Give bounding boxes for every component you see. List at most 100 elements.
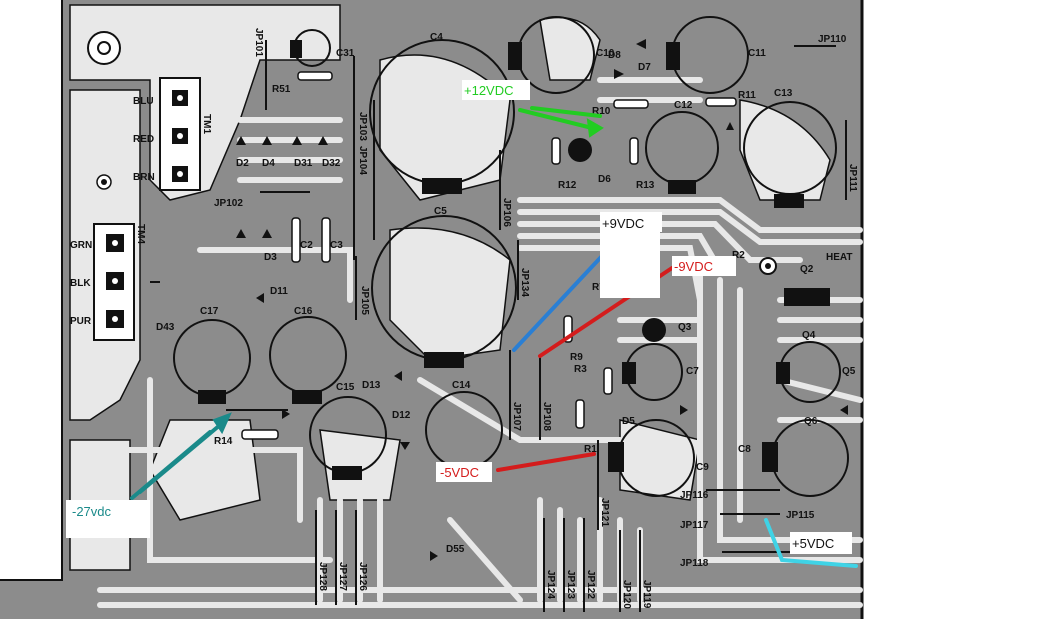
label-q4: Q4 [802, 330, 816, 341]
annotation-neg9vdc: -9VDC [674, 259, 713, 274]
label-c7: C7 [686, 366, 699, 377]
label-jp104: JP104 [357, 146, 368, 175]
label-q6: Q6 [804, 416, 818, 427]
pin-pur: PUR [70, 316, 92, 327]
label-r1: R1 [584, 444, 597, 455]
label-d32: D32 [322, 158, 341, 169]
label-d3: D3 [264, 252, 277, 263]
label-jp120: JP120 [621, 580, 632, 609]
arrow-neg5vdc [496, 452, 596, 472]
label-d2: D2 [236, 158, 249, 169]
label-d5: D5 [622, 416, 635, 427]
mounting-hole [87, 31, 777, 275]
vertical-silkscreen-labels: JP101 JP103 JP104 JP105 JP106 JP107 JP10… [135, 28, 858, 609]
label-c9: C9 [696, 462, 709, 473]
label-jp103: JP103 [357, 112, 368, 141]
label-jp122: JP122 [585, 570, 596, 599]
right-margin [862, 0, 1046, 619]
label-c13: C13 [774, 88, 793, 99]
label-d11: D11 [270, 286, 288, 297]
label-r12: R12 [558, 180, 577, 191]
label-jp117: JP117 [680, 520, 709, 531]
annotation-9vdc: +9VDC [602, 216, 644, 231]
label-jp111: JP111 [847, 164, 858, 192]
annotation-5vdc: +5VDC [792, 536, 834, 551]
label-jp115: JP115 [786, 510, 815, 521]
label-jp101: JP101 [253, 28, 264, 57]
label-c15: C15 [336, 382, 355, 393]
label-d31: D31 [294, 158, 313, 169]
pin-grn: GRN [70, 240, 92, 251]
label-c14: C14 [452, 380, 471, 391]
label-jp124: JP124 [545, 570, 556, 599]
jumper-wires [150, 40, 847, 612]
label-q5: Q5 [842, 366, 856, 377]
annotation-12vdc: +12VDC [464, 83, 514, 98]
label-r3: R3 [574, 364, 587, 375]
connector-pin-labels: BLU RED BRN GRN BLK PUR [70, 96, 155, 327]
label-jp106: JP106 [501, 198, 512, 227]
label-d6: D6 [598, 174, 611, 185]
label-c10: C10 [596, 48, 615, 59]
label-jp123: JP123 [565, 570, 576, 599]
connector-tm4 [93, 223, 135, 341]
label-c3: C3 [330, 240, 343, 251]
label-jp102: JP102 [214, 198, 243, 209]
label-jp128: JP128 [317, 562, 328, 591]
component-pads [198, 40, 830, 480]
label-c5: C5 [434, 206, 447, 217]
arrow-9vdc [512, 254, 604, 352]
label-c16: C16 [294, 306, 313, 317]
label-jp134: JP134 [519, 268, 530, 297]
label-r51: R51 [272, 84, 291, 95]
label-d43: D43 [156, 322, 175, 333]
label-tm4: TM4 [135, 224, 146, 244]
resistor-bodies [241, 71, 737, 440]
label-jp118: JP118 [680, 558, 709, 569]
label-jp119: JP119 [641, 580, 652, 609]
label-d55: D55 [446, 544, 465, 555]
label-c8: C8 [738, 444, 751, 455]
label-d13: D13 [362, 380, 381, 391]
label-r10: R10 [592, 106, 611, 117]
label-jp105: JP105 [359, 286, 370, 315]
arrow-5vdc [764, 518, 858, 568]
label-jp108: JP108 [541, 402, 552, 431]
arrow-12vdc [518, 108, 594, 130]
label-c17: C17 [200, 306, 219, 317]
connector-tm1 [159, 77, 201, 191]
label-tm1: TM1 [201, 114, 212, 134]
label-c4: C4 [430, 32, 443, 43]
label-jp126: JP126 [357, 562, 368, 591]
diode-symbols [236, 39, 848, 561]
label-r9: R9 [570, 352, 583, 363]
label-c11: C11 [748, 48, 766, 59]
label-r13: R13 [636, 180, 655, 191]
label-c2: C2 [300, 240, 313, 251]
annotation-label-boxes [66, 80, 852, 554]
label-heat: HEAT [826, 252, 852, 263]
label-r7: R7 [592, 282, 605, 293]
label-r11: R11 [738, 90, 756, 101]
label-d7: D7 [638, 62, 651, 73]
voltage-annotations: +12VDC +9VDC -9VDC -5VDC -27vdc +5VDC [72, 83, 834, 551]
pin-red: RED [133, 134, 154, 145]
pin-blu: BLU [133, 96, 154, 107]
label-jp116: JP116 [680, 490, 709, 501]
annotation-neg27vdc: -27vdc [72, 504, 112, 519]
annotation-neg5vdc: -5VDC [440, 465, 479, 480]
label-r2: R2 [732, 250, 745, 261]
label-d8: D8 [608, 50, 621, 61]
label-q3: Q3 [678, 322, 692, 333]
label-jp121: JP121 [599, 498, 610, 527]
board-cutout [0, 0, 62, 580]
pin-brn: BRN [133, 172, 155, 183]
label-c12: C12 [674, 100, 693, 111]
label-jp107: JP107 [511, 402, 522, 431]
label-jp110: JP110 [818, 34, 847, 45]
label-jp127: JP127 [337, 562, 348, 591]
silkscreen-labels: C4 C5 C12 C13 C14 C15 C16 C17 C8 C9 C7 C… [156, 32, 856, 569]
label-d12: D12 [392, 410, 411, 421]
label-q2: Q2 [800, 264, 814, 275]
